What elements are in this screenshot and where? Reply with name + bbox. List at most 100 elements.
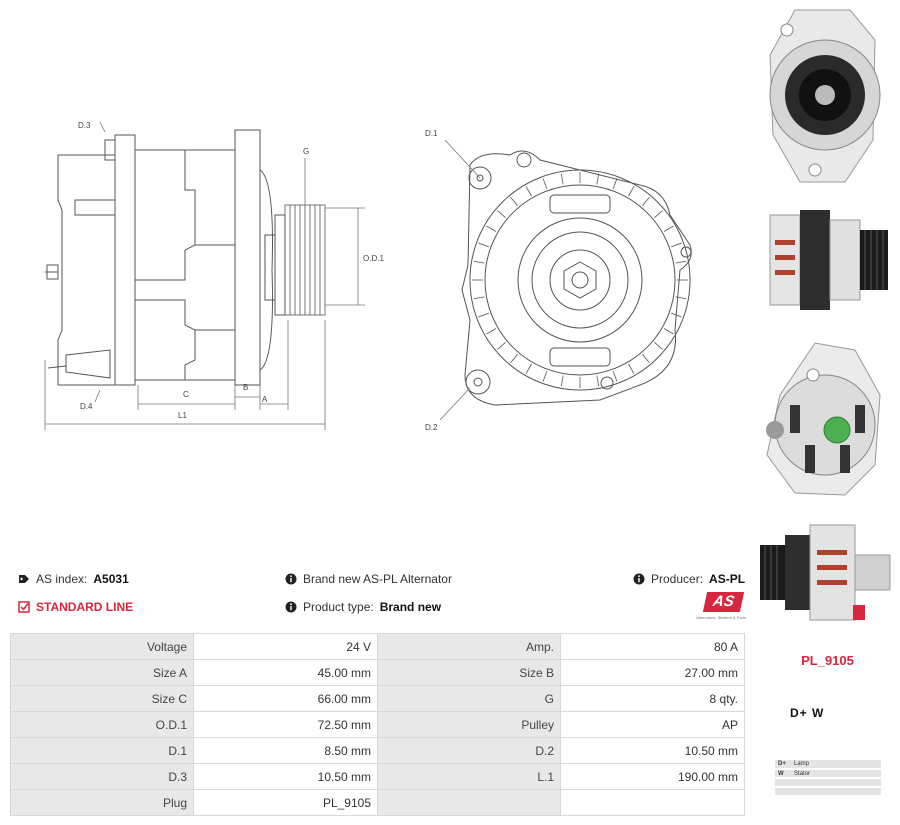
label-d3: D.3 bbox=[78, 121, 91, 130]
standard-line: STANDARD LINE bbox=[18, 600, 133, 614]
vent-slot bbox=[486, 328, 497, 335]
vent-slot bbox=[542, 371, 548, 382]
vent-slot bbox=[642, 197, 650, 206]
spec-value: 72.50 mm bbox=[193, 711, 378, 738]
vent-slot bbox=[612, 371, 618, 382]
pin-name bbox=[775, 778, 791, 788]
vent-slot bbox=[486, 225, 497, 232]
vent-slot bbox=[675, 260, 687, 264]
info-icon bbox=[633, 573, 645, 585]
product-type-value: Brand new bbox=[379, 600, 442, 614]
photo-rear-view[interactable] bbox=[755, 335, 900, 505]
label-d4: D.4 bbox=[80, 402, 93, 411]
spec-value: 24 V bbox=[193, 633, 378, 660]
front-view-drawing: D.1 D.2 bbox=[425, 129, 692, 432]
vent-slot bbox=[560, 375, 564, 387]
label-b: B bbox=[243, 383, 248, 392]
producer-value: AS-PL bbox=[709, 572, 746, 586]
logo-text: AS bbox=[711, 593, 736, 610]
vent-slot bbox=[642, 354, 650, 363]
spec-key: D.3 bbox=[10, 763, 194, 790]
as-index: AS index: A5031 bbox=[18, 572, 129, 586]
spec-value: 8 qty. bbox=[560, 685, 745, 712]
pin-desc: Stator bbox=[791, 769, 881, 779]
spec-key: Pulley bbox=[377, 711, 561, 738]
vent-slot bbox=[628, 363, 635, 374]
product-type-label: Product type: bbox=[303, 600, 374, 614]
producer: Producer: AS-PL bbox=[633, 572, 745, 586]
vent-slot bbox=[525, 186, 532, 197]
vent-slot bbox=[478, 312, 489, 318]
vent-slot bbox=[510, 197, 518, 206]
label-d2: D.2 bbox=[425, 423, 438, 432]
vent-slot bbox=[663, 225, 674, 232]
vent-slot bbox=[497, 210, 506, 218]
vent-slot bbox=[542, 178, 548, 189]
as-index-label: AS index: bbox=[36, 572, 88, 586]
vent-slot bbox=[654, 210, 663, 218]
vent-slot bbox=[510, 354, 518, 363]
vent-slot bbox=[525, 363, 532, 374]
vent-slot bbox=[560, 173, 564, 185]
vent-slot bbox=[478, 242, 489, 248]
photo-front-view[interactable] bbox=[755, 0, 900, 185]
pin-desc bbox=[791, 787, 881, 797]
pin-name: W bbox=[775, 769, 791, 779]
pin-name: D+ bbox=[775, 760, 791, 770]
logo-mark: AS bbox=[703, 592, 745, 612]
spec-value: 8.50 mm bbox=[193, 737, 378, 764]
vent-slot bbox=[612, 178, 618, 189]
spec-key: G bbox=[377, 685, 561, 712]
side-view-drawing: D.3 D.4 G O.D.1 C B A L1 bbox=[44, 121, 384, 430]
vent-slot bbox=[663, 328, 674, 335]
spec-key: Size A bbox=[10, 659, 194, 686]
label-od1: O.D.1 bbox=[363, 254, 384, 263]
spec-key: L.1 bbox=[377, 763, 561, 790]
description: Brand new AS-PL Alternator bbox=[285, 572, 452, 586]
product-photos bbox=[755, 0, 900, 640]
vent-slot bbox=[596, 173, 600, 185]
vent-slot bbox=[628, 186, 635, 197]
spec-value: 27.00 mm bbox=[560, 659, 745, 686]
label-g: G bbox=[303, 147, 309, 156]
spec-value: 45.00 mm bbox=[193, 659, 378, 686]
spec-value bbox=[560, 789, 745, 816]
spec-value: 80 A bbox=[560, 633, 745, 660]
plug-code: PL_9105 bbox=[801, 653, 854, 668]
label-c: C bbox=[183, 390, 189, 399]
spec-key: Size C bbox=[10, 685, 194, 712]
tag-icon bbox=[19, 575, 29, 583]
spec-key bbox=[377, 789, 561, 816]
photo-side-view-left[interactable] bbox=[755, 185, 900, 330]
standard-line-label: STANDARD LINE bbox=[36, 600, 134, 614]
as-index-value: A5031 bbox=[93, 572, 129, 586]
label-l1: L1 bbox=[178, 411, 187, 420]
vent-slot bbox=[671, 242, 682, 248]
spec-value: PL_9105 bbox=[193, 789, 378, 816]
pin-desc: Lamp bbox=[791, 760, 881, 770]
info-icon bbox=[285, 601, 297, 613]
vent-slot bbox=[675, 296, 687, 300]
vent-slot bbox=[497, 342, 506, 350]
product-type: Product type: Brand new bbox=[285, 600, 441, 614]
photo-side-view-right[interactable] bbox=[755, 510, 900, 635]
spec-key: D.2 bbox=[377, 737, 561, 764]
pin-desc bbox=[791, 778, 881, 788]
spec-key: Plug bbox=[10, 789, 194, 816]
label-d1: D.1 bbox=[425, 129, 438, 138]
spec-value: 190.00 mm bbox=[560, 763, 745, 790]
spec-key: Size B bbox=[377, 659, 561, 686]
info-icon bbox=[285, 573, 297, 585]
pin-name bbox=[775, 787, 791, 797]
checkbox-icon bbox=[18, 601, 30, 613]
vent-slot bbox=[473, 260, 485, 264]
